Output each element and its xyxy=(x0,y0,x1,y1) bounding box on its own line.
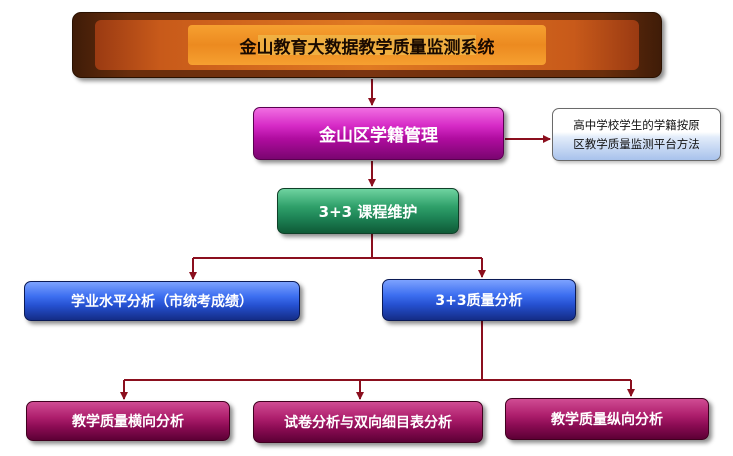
node-kecheng: 3+3 课程维护 xyxy=(277,188,459,234)
node-hengxiang: 教学质量横向分析 xyxy=(26,401,230,441)
node-zhiliang-label: 3+3质量分析 xyxy=(435,293,523,309)
node-xueji-label: 金山区学籍管理 xyxy=(319,126,438,146)
node-xueye-label: 学业水平分析（市统考成绩） xyxy=(71,294,253,310)
node-xueji: 金山区学籍管理 xyxy=(253,107,504,160)
node-zhiliang: 3+3质量分析 xyxy=(382,279,576,321)
title-node: 金山教育大数据教学质量监测系统 xyxy=(72,12,662,78)
node-xueye: 学业水平分析（市统考成绩） xyxy=(24,281,300,321)
node-shijuan: 试卷分析与双向细目表分析 xyxy=(253,401,483,443)
note-line-1: 高中学校学生的学籍按原 xyxy=(573,117,700,132)
node-shijuan-label: 试卷分析与双向细目表分析 xyxy=(284,415,452,431)
node-zongxiang-label: 教学质量纵向分析 xyxy=(551,412,663,428)
note-line-2: 区教学质量监测平台方法 xyxy=(573,136,700,151)
node-hengxiang-label: 教学质量横向分析 xyxy=(72,414,184,430)
title-text: 金山教育大数据教学质量监测系统 xyxy=(239,37,495,58)
node-zongxiang: 教学质量纵向分析 xyxy=(505,398,709,440)
note-callout: 高中学校学生的学籍按原 区教学质量监测平台方法 xyxy=(552,108,721,161)
node-kecheng-label: 3+3 课程维护 xyxy=(318,202,418,221)
title-highlight xyxy=(258,35,476,55)
